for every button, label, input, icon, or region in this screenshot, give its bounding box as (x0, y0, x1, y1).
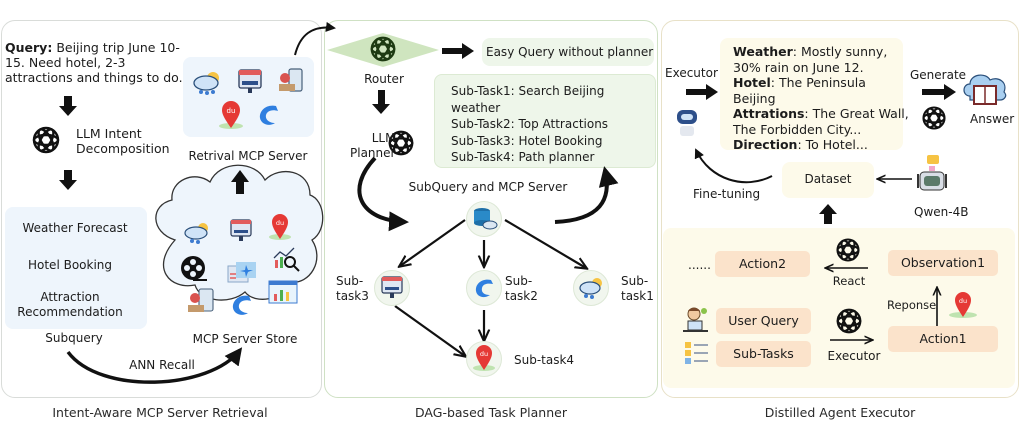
task3-label: Sub- task3 (336, 274, 369, 303)
action2-box: Action2 (715, 251, 810, 277)
arrow-generate (922, 84, 956, 100)
store-booking-icon (229, 218, 253, 244)
film-reel-icon (179, 254, 209, 284)
edge-task3-task4 (394, 305, 465, 356)
subquery-label: Subquery (45, 331, 103, 345)
svg-text:du: du (276, 219, 284, 227)
svg-text:du: du (227, 107, 236, 115)
finetune-label: Fine-tuning (693, 187, 761, 201)
analytics-search-icon (272, 244, 302, 272)
task2-dolphin-icon (472, 276, 496, 300)
planner-llm-logo-icon (386, 128, 416, 158)
executor-label: Executor (665, 66, 718, 80)
dataset-box (782, 162, 874, 198)
store-label: MCP Server Store (192, 332, 298, 346)
database-icon (472, 206, 498, 232)
executor-llm-logo-icon (834, 306, 864, 336)
arrow-up-dataset (819, 204, 837, 224)
task1-label: Sub- task1 (621, 274, 654, 303)
subquery-attraction: Attraction Recommendation (17, 290, 123, 319)
subtasks-list: Sub-Task1: Search Beijing weather Sub-Ta… (451, 84, 609, 164)
arrow-router-easy (442, 43, 474, 59)
hub-label: SubQuery and MCP Server (408, 180, 568, 194)
hotel-booking-icon (237, 68, 263, 96)
dashboard-icon (268, 280, 298, 306)
sub-tasks-box: Sub-Tasks (716, 341, 811, 367)
executor-robot-icon (674, 104, 700, 138)
user-laptop-icon (682, 306, 710, 334)
arrow-down-1 (59, 96, 77, 116)
ellipsis-label: ...... (688, 258, 711, 272)
attractions-icon (278, 68, 304, 94)
observation-box: Observation1 (888, 250, 998, 276)
ann-recall-arrow (66, 347, 243, 384)
arrow-down-2 (59, 170, 77, 190)
qwen-label: Qwen-4B (914, 205, 969, 219)
planner-loop-right (554, 166, 619, 224)
planner-label: LLM Planner (350, 131, 396, 160)
user-query-box: User Query (716, 308, 811, 334)
flight-ticket-icon (227, 260, 257, 284)
server-to-router-arrow (294, 21, 336, 56)
subquery-box (5, 207, 147, 329)
subtasks-box (434, 74, 656, 168)
executor-arrow-label: Executor (827, 349, 881, 363)
router-label: Router (364, 72, 404, 86)
planner-caption: DAG-based Task Planner (415, 405, 567, 420)
intent-decomposition-label: LLM Intent Decomposition (76, 126, 170, 156)
easy-query-box (482, 38, 654, 66)
answer-book-cloud-icon (960, 70, 1010, 110)
edge-hub-task3 (400, 219, 466, 266)
dolphin-icon (256, 102, 282, 128)
task4-baidu-map-icon: du (472, 344, 496, 372)
task2-node (466, 270, 502, 306)
task4-label: Sub-task4 (514, 353, 575, 367)
arrow-up-store (231, 170, 249, 194)
answer-label: Answer (970, 112, 1015, 126)
task2-label: Sub- task2 (505, 274, 538, 303)
react-label: React (832, 274, 866, 288)
store-dolphin-icon (229, 292, 255, 318)
retrieval-server-label: Retrival MCP Server (188, 149, 308, 163)
llm-logo-icon (30, 124, 62, 156)
generate-llm-logo-icon (920, 104, 948, 132)
edge-hub-task1 (504, 219, 586, 268)
baidu-map-icon: du (218, 100, 244, 130)
planner-loop-left (357, 156, 409, 232)
arrow-executor (686, 84, 718, 100)
retrieval-caption: Intent-Aware MCP Server Retrieval (52, 405, 268, 420)
finetune-arrow (694, 148, 773, 184)
task1-weather-icon (578, 276, 604, 300)
store-weather-icon (183, 221, 211, 245)
qwen-robot-icon (916, 154, 948, 198)
router-diamond (327, 33, 439, 67)
store-attractions-icon (187, 288, 215, 314)
query-text: Query: Beijing trip June 10- 15. Need ho… (5, 40, 183, 85)
subquery-hotel: Hotel Booking (27, 258, 113, 272)
task3-node (374, 270, 410, 306)
svg-text:du: du (959, 297, 967, 305)
store-baidu-map-icon: du (268, 213, 292, 241)
checklist-icon (684, 340, 710, 366)
response-label: Reponse (887, 298, 937, 312)
loop-baidu-map-icon: du (948, 290, 978, 320)
ann-recall-label: ANN Recall (129, 358, 195, 372)
subquery-weather: Weather Forecast (22, 221, 128, 235)
weather-icon (192, 70, 222, 96)
generate-label: Generate (910, 68, 967, 82)
svg-text:du: du (480, 350, 488, 358)
arrow-router-planner (372, 90, 390, 114)
executor-caption: Distilled Agent Executor (764, 405, 916, 420)
result-box (720, 38, 903, 150)
easy-query-label: Easy Query without planner (486, 45, 654, 59)
react-llm-logo-icon (834, 236, 862, 264)
task3-booking-icon (380, 275, 404, 301)
action1-box: Action1 (888, 326, 998, 352)
result-text: Weather: Mostly sunny, 30% rain on June … (733, 44, 909, 152)
router-llm-logo-icon (368, 34, 398, 64)
dataset-label: Dataset (804, 172, 852, 186)
